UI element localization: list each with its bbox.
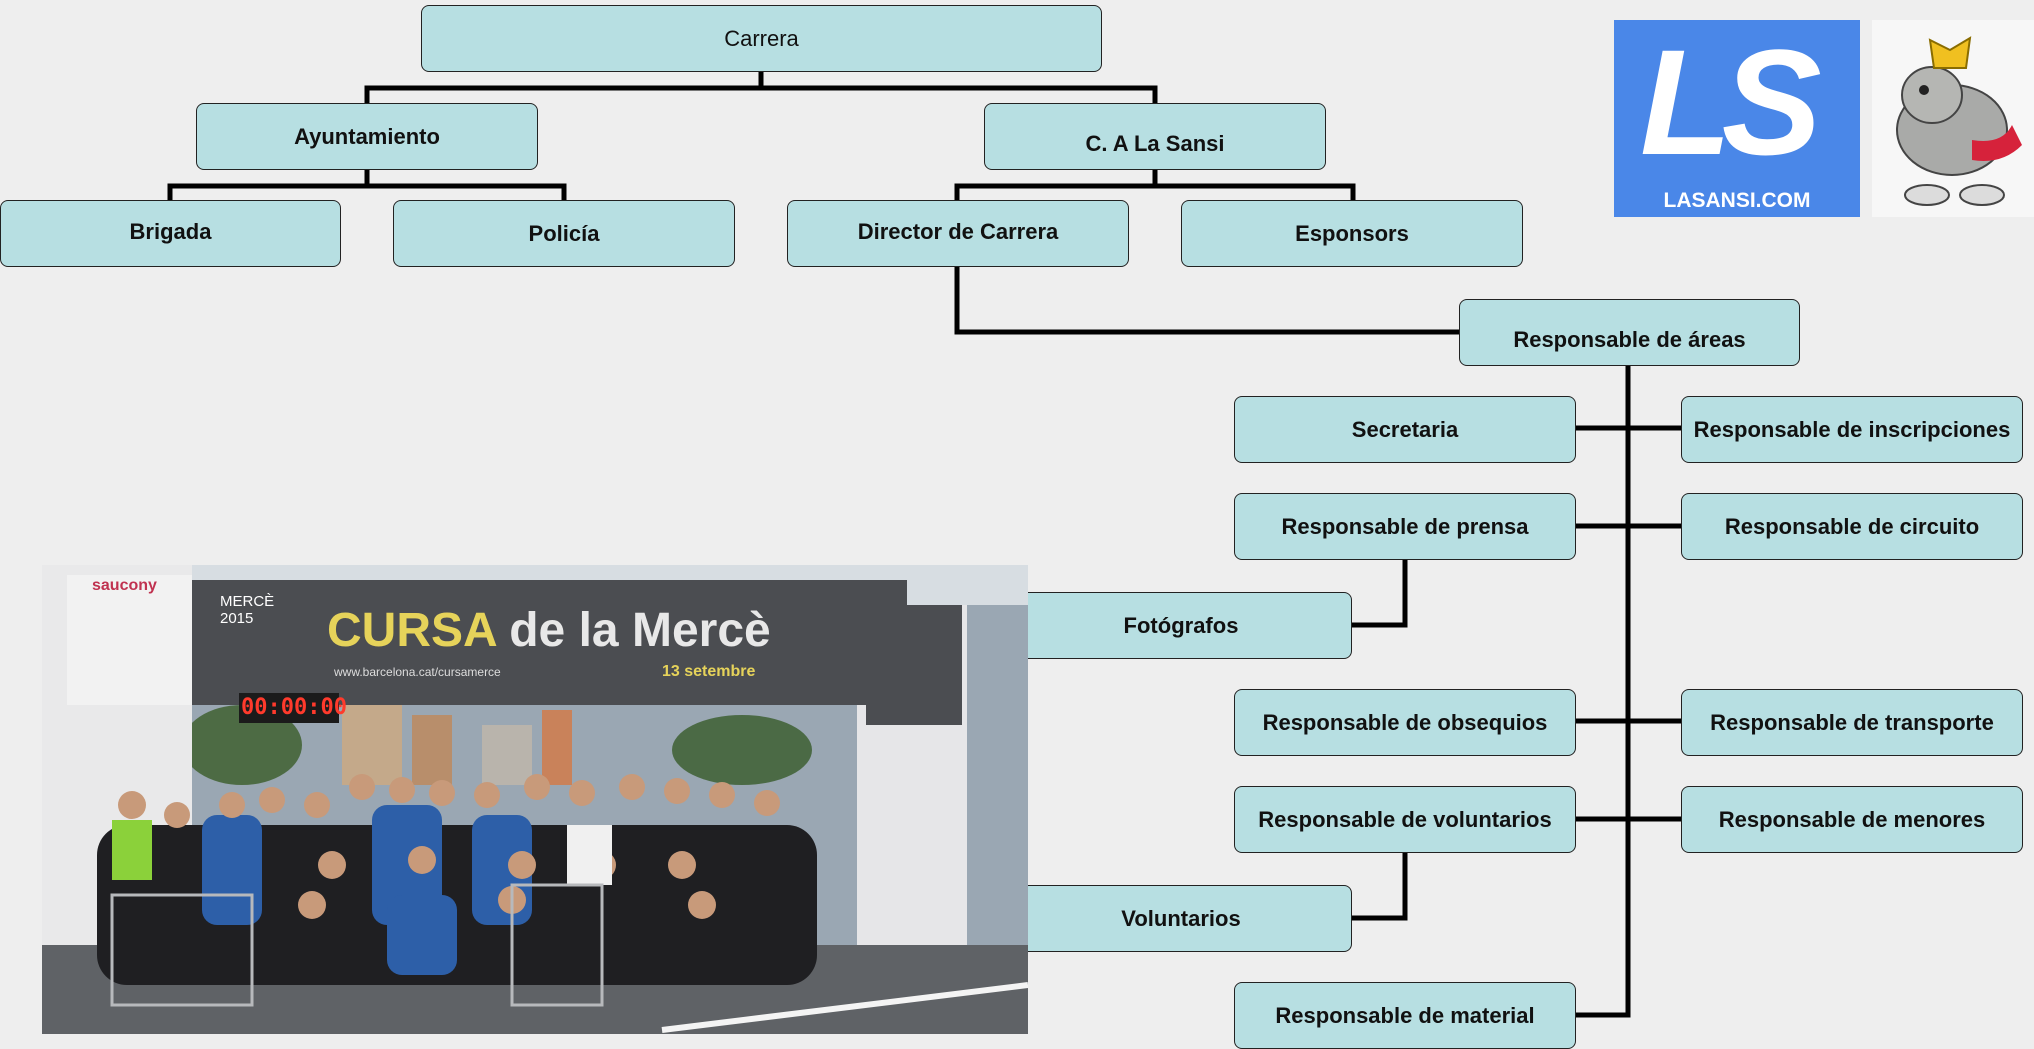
connector-ayuntamiento — [167, 167, 370, 203]
node-resp-obsequios: Responsable de obsequios — [1234, 689, 1576, 756]
banner-date-text: 13 setembre — [662, 663, 756, 680]
team-photo: saucony MERCÈ 2015 CURSA de la Mercè www… — [42, 565, 1028, 1034]
connector-carrera-club — [758, 85, 1158, 106]
node-resp-circuito: Responsable de circuito — [1681, 493, 2023, 560]
connector-club-esponsors — [1152, 183, 1356, 203]
connector-prensa-fotografos — [1349, 557, 1408, 628]
node-club: C. A La Sansi — [984, 103, 1326, 170]
node-policia: Policía — [393, 200, 735, 267]
node-resp-transporte: Responsable de transporte — [1681, 689, 2023, 756]
banner-title: CURSA de la Mercè — [327, 603, 771, 658]
connector-ayuntamiento-policia — [364, 183, 567, 203]
node-secretaria: Secretaria — [1234, 396, 1576, 463]
node-ayuntamiento: Ayuntamiento — [196, 103, 538, 170]
node-esponsors: Esponsors — [1181, 200, 1523, 267]
lasansi-logo: LS LASANSI.COM — [1614, 20, 1860, 217]
node-resp-material: Responsable de material — [1234, 982, 1576, 1049]
connector-club — [954, 167, 1158, 203]
connector-carrera — [364, 69, 764, 106]
node-resp-areas: Responsable de áreas — [1459, 299, 1800, 366]
node-brigada: Brigada — [0, 200, 341, 267]
banner-title-merce: de la Mercè — [509, 604, 771, 657]
connector-resp-voluntarios — [1349, 850, 1408, 921]
node-fotografos: Fotógrafos — [1010, 592, 1352, 659]
node-director: Director de Carrera — [787, 200, 1129, 267]
connector-director — [954, 264, 1462, 335]
banner-url-text: www.barcelona.cat/cursamerce — [334, 665, 501, 679]
banner-title-cursa: CURSA — [327, 604, 496, 657]
banner-sponsor-text: saucony — [92, 577, 157, 594]
race-clock: 00:00:00 — [241, 695, 347, 720]
node-resp-prensa: Responsable de prensa — [1234, 493, 1576, 560]
logo-site: LASANSI.COM — [1663, 189, 1811, 212]
node-resp-voluntarios: Responsable de voluntarios — [1234, 786, 1576, 853]
rhino-mascot-logo — [1872, 20, 2034, 217]
node-voluntarios: Voluntarios — [1010, 885, 1352, 952]
node-resp-menores: Responsable de menores — [1681, 786, 2023, 853]
banner-event-text: MERCÈ 2015 — [220, 593, 275, 627]
logo-letters: LS — [1640, 20, 1822, 186]
node-carrera: Carrera — [421, 5, 1102, 72]
node-resp-inscripciones: Responsable de inscripciones — [1681, 396, 2023, 463]
